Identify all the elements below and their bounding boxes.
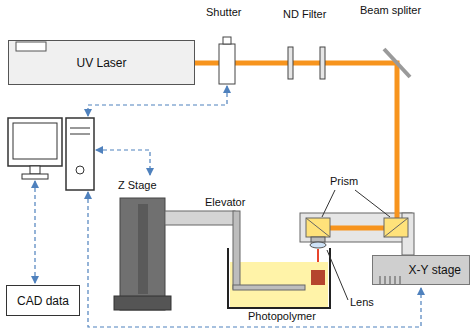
node-text: X-Y stage [409, 263, 461, 277]
part-label: Elevator [205, 196, 245, 209]
drive-slot [70, 128, 90, 129]
prism-face [384, 218, 408, 237]
part-label: Prism [330, 175, 358, 188]
part-label: Z Stage [118, 179, 157, 192]
prism-symbol [384, 218, 408, 237]
laser-box: UV Laser [8, 40, 195, 85]
data-wire [34, 181, 35, 283]
node-text: UV Laser [76, 56, 126, 70]
prism-face [306, 218, 330, 237]
nd-filter-plate [288, 47, 293, 79]
pc-tower [66, 118, 94, 190]
part-label: ND Filter [283, 8, 326, 21]
leader-line [327, 250, 348, 300]
z-stage [120, 198, 165, 310]
leader-line [355, 190, 390, 217]
monitor-stand [30, 166, 40, 174]
power-button [76, 166, 84, 174]
z-rail [138, 204, 148, 294]
monitor [8, 118, 62, 166]
lens-symbol [310, 242, 326, 248]
monitor-screen [13, 123, 57, 159]
lens-holder [311, 237, 325, 242]
elevator-rod [233, 211, 240, 289]
control-wire [88, 86, 227, 116]
part-label: Beam spliter [360, 4, 421, 17]
leader-line [322, 190, 335, 217]
xy-stage-box: X-Y stage [372, 255, 470, 285]
cad-data-box: CAD data [6, 285, 80, 316]
fabricated-part [311, 270, 325, 285]
laser-body [8, 40, 195, 85]
control-wire [96, 150, 150, 175]
drive-slot [70, 134, 90, 135]
beam-splitter [384, 49, 410, 77]
part-label: Lens [350, 296, 374, 309]
elevator-platform [233, 285, 305, 290]
shutter-knob [223, 37, 231, 44]
part-label: Shutter [206, 6, 241, 19]
nd-filter-plate [320, 47, 325, 79]
xy-stage-ticks [380, 276, 400, 285]
photopolymer-resin [230, 262, 328, 308]
xy-stage-body [372, 255, 470, 285]
prism-symbol [306, 218, 330, 237]
part-label: Photopolymer [248, 310, 316, 323]
laser-notch [16, 42, 46, 51]
resin-vat [228, 248, 330, 308]
node-text: CAD data [17, 294, 69, 308]
z-arm [165, 211, 235, 225]
monitor-base [22, 174, 48, 179]
shutter-symbol [219, 44, 235, 84]
z-stage-base [114, 296, 171, 310]
